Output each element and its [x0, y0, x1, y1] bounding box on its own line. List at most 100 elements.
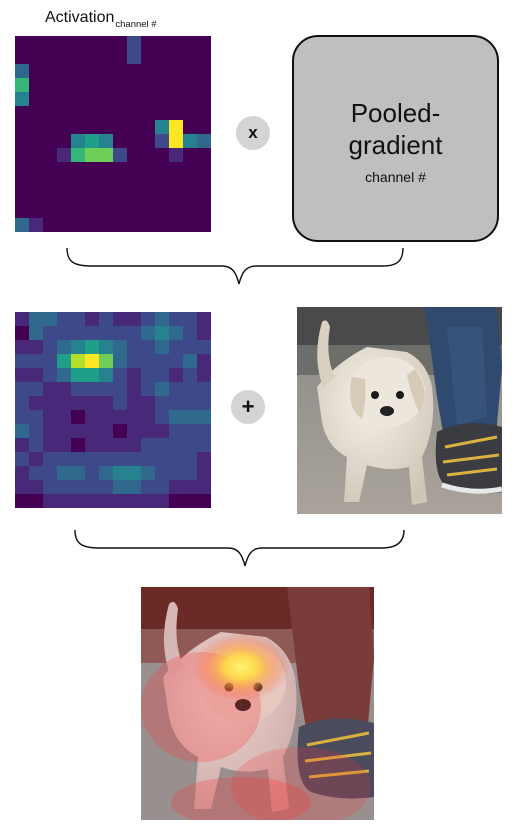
gradcam-heatmap-cell: [57, 396, 71, 410]
activation-heatmap-cell: [169, 148, 183, 162]
activation-heatmap-cell: [141, 134, 155, 148]
gradcam-heatmap-cell: [155, 424, 169, 438]
gradcam-heatmap-cell: [113, 466, 127, 480]
gradcam-heatmap-cell: [99, 354, 113, 368]
gradcam-heatmap-cell: [113, 396, 127, 410]
gradcam-heatmap-cell: [99, 480, 113, 494]
gradcam-heatmap-cell: [155, 452, 169, 466]
activation-heatmap-cell: [99, 218, 113, 232]
gradcam-heatmap-cell: [71, 368, 85, 382]
gradcam-heatmap-cell: [57, 466, 71, 480]
activation-heatmap-cell: [29, 148, 43, 162]
activation-heatmap-cell: [197, 218, 211, 232]
activation-heatmap-cell: [197, 162, 211, 176]
activation-heatmap-cell: [43, 92, 57, 106]
activation-heatmap-cell: [155, 50, 169, 64]
gradcam-heatmap-cell: [85, 368, 99, 382]
gradcam-heatmap-cell: [57, 438, 71, 452]
gradcam-heatmap-cell: [197, 382, 211, 396]
activation-heatmap-cell: [15, 134, 29, 148]
activation-heatmap-cell: [141, 78, 155, 92]
activation-heatmap-cell: [127, 190, 141, 204]
activation-heatmap-cell: [29, 218, 43, 232]
gradcam-heatmap-cell: [169, 382, 183, 396]
gradcam-heatmap-cell: [197, 480, 211, 494]
activation-heatmap-cell: [113, 78, 127, 92]
activation-heatmap-cell: [57, 64, 71, 78]
activation-heatmap-cell: [99, 162, 113, 176]
gradcam-heatmap-cell: [85, 396, 99, 410]
activation-heatmap-cell: [127, 50, 141, 64]
activation-heatmap-cell: [183, 120, 197, 134]
gradcam-heatmap-cell: [197, 452, 211, 466]
activation-heatmap-cell: [155, 120, 169, 134]
gradcam-heatmap-cell: [71, 326, 85, 340]
gradcam-heatmap-cell: [113, 410, 127, 424]
gradcam-heatmap-cell: [155, 368, 169, 382]
gradcam-heatmap-cell: [197, 368, 211, 382]
activation-heatmap-cell: [169, 162, 183, 176]
activation-heatmap-cell: [169, 218, 183, 232]
gradcam-heatmap-cell: [85, 480, 99, 494]
activation-heatmap-cell: [85, 176, 99, 190]
gradcam-heatmap-cell: [183, 438, 197, 452]
activation-heatmap-cell: [57, 50, 71, 64]
activation-heatmap-cell: [141, 218, 155, 232]
activation-heatmap-cell: [169, 106, 183, 120]
activation-heatmap-cell: [113, 176, 127, 190]
activation-heatmap-cell: [15, 148, 29, 162]
activation-heatmap-cell: [99, 190, 113, 204]
activation-heatmap-cell: [99, 64, 113, 78]
gradcam-heatmap-cell: [71, 480, 85, 494]
gradcam-heatmap-cell: [197, 396, 211, 410]
gradcam-heatmap-cell: [15, 424, 29, 438]
gradcam-heatmap-cell: [29, 466, 43, 480]
activation-heatmap-cell: [127, 162, 141, 176]
gradcam-heatmap-cell: [29, 410, 43, 424]
activation-heatmap-cell: [85, 134, 99, 148]
gradcam-heatmap-cell: [29, 480, 43, 494]
activation-heatmap-cell: [29, 92, 43, 106]
gradcam-heatmap-cell: [183, 382, 197, 396]
activation-heatmap-cell: [99, 50, 113, 64]
activation-heatmap-cell: [141, 204, 155, 218]
gradcam-heatmap-cell: [113, 494, 127, 508]
activation-heatmap-cell: [141, 120, 155, 134]
activation-heatmap-cell: [183, 204, 197, 218]
activation-heatmap-cell: [155, 36, 169, 50]
activation-heatmap-cell: [57, 120, 71, 134]
activation-heatmap-cell: [99, 148, 113, 162]
gradcam-heatmap-cell: [43, 396, 57, 410]
activation-heatmap-cell: [43, 134, 57, 148]
gradcam-heatmap-cell: [127, 466, 141, 480]
activation-heatmap-cell: [197, 36, 211, 50]
activation-heatmap-cell: [99, 204, 113, 218]
activation-heatmap-cell: [113, 50, 127, 64]
activation-heatmap-cell: [183, 36, 197, 50]
gradcam-heatmap-cell: [197, 424, 211, 438]
activation-heatmap-cell: [183, 190, 197, 204]
gradcam-heatmap-cell: [113, 452, 127, 466]
gradcam-heatmap-cell: [155, 340, 169, 354]
activation-heatmap-cell: [183, 162, 197, 176]
activation-heatmap-cell: [113, 218, 127, 232]
activation-heatmap-cell: [127, 120, 141, 134]
activation-heatmap-cell: [85, 218, 99, 232]
activation-heatmap-cell: [169, 134, 183, 148]
gradcam-heatmap-cell: [169, 326, 183, 340]
activation-heatmap-cell: [99, 36, 113, 50]
dog-photo: [297, 307, 502, 514]
gradcam-heatmap-cell: [141, 368, 155, 382]
gradcam-heatmap-cell: [15, 340, 29, 354]
gradcam-heatmap-cell: [113, 438, 127, 452]
activation-heatmap-cell: [169, 92, 183, 106]
gradcam-heatmap-cell: [141, 312, 155, 326]
gradcam-heatmap-cell: [85, 410, 99, 424]
gradcam-heatmap-cell: [141, 480, 155, 494]
gradcam-heatmap-cell: [141, 326, 155, 340]
gradcam-heatmap-cell: [43, 424, 57, 438]
gradcam-heatmap-cell: [183, 312, 197, 326]
gradcam-heatmap-cell: [99, 312, 113, 326]
activation-heatmap-cell: [155, 134, 169, 148]
gradcam-heatmap-cell: [141, 382, 155, 396]
